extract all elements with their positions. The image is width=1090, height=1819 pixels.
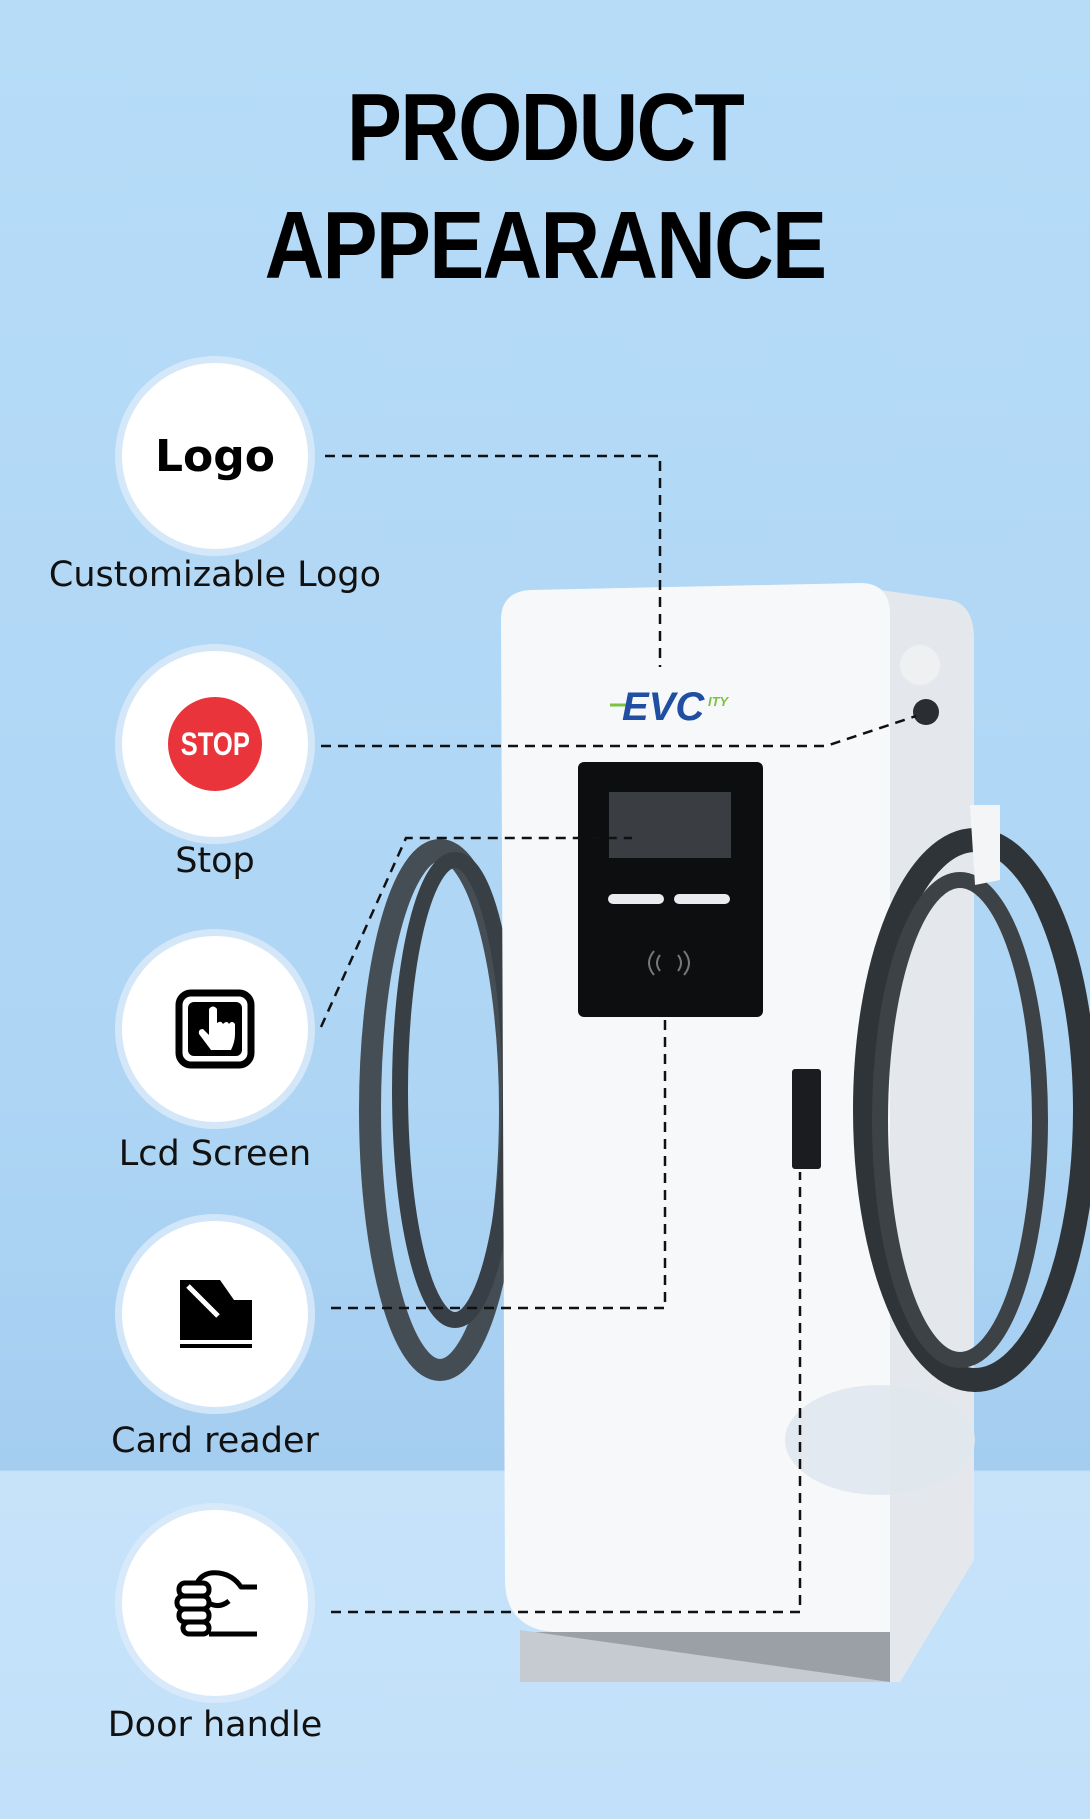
leader-lines bbox=[319, 454, 917, 1614]
left-cable bbox=[359, 839, 521, 1381]
logo-icon-text: Logo bbox=[155, 430, 275, 482]
logo-feature-label: Customizable Logo bbox=[48, 555, 382, 595]
stop-icon-text: STOP bbox=[180, 725, 250, 762]
title-line-1: PRODUCT bbox=[346, 74, 745, 181]
leader-card bbox=[331, 1018, 667, 1310]
stop-icon: STOP bbox=[168, 697, 262, 791]
charger-front bbox=[501, 583, 890, 1682]
lcd-feature-label: Lcd Screen bbox=[118, 1134, 312, 1174]
door-handle-feature-label: Door handle bbox=[107, 1705, 323, 1745]
door-handle bbox=[792, 1069, 821, 1169]
brand-main: EVC bbox=[622, 685, 705, 729]
leader-lcd bbox=[319, 836, 632, 1028]
stop-feature-circle: STOP bbox=[122, 651, 308, 837]
stop-feature-label: Stop bbox=[175, 841, 255, 881]
lcd-screen bbox=[609, 792, 731, 858]
leader-logo bbox=[325, 454, 662, 667]
hand-grip-icon bbox=[174, 1570, 257, 1637]
panel-button-right bbox=[674, 894, 730, 904]
plastic-wrap bbox=[785, 1385, 975, 1495]
lcd-feature-circle bbox=[122, 936, 308, 1122]
card-reader-feature-circle bbox=[122, 1221, 308, 1407]
brand-sub: ITY bbox=[708, 694, 730, 709]
holster bbox=[970, 805, 1000, 885]
nfc-icon bbox=[648, 950, 690, 976]
base-shadow bbox=[520, 1630, 890, 1682]
charger-side bbox=[880, 590, 974, 1682]
stop-button bbox=[913, 699, 939, 725]
title-line-2: APPEARANCE bbox=[264, 192, 828, 299]
logo-feature-circle: Logo bbox=[122, 363, 308, 549]
brand-logo: EVC ITY bbox=[610, 685, 730, 729]
card-reader-icon bbox=[180, 1280, 252, 1348]
door-handle-feature-circle bbox=[122, 1510, 308, 1696]
leader-door bbox=[331, 1172, 802, 1614]
indicator-light bbox=[900, 645, 940, 685]
leader-stop bbox=[321, 714, 917, 748]
card-reader-feature-label: Card reader bbox=[111, 1421, 319, 1461]
touch-screen-icon bbox=[175, 989, 255, 1069]
panel-button-left bbox=[608, 894, 664, 904]
